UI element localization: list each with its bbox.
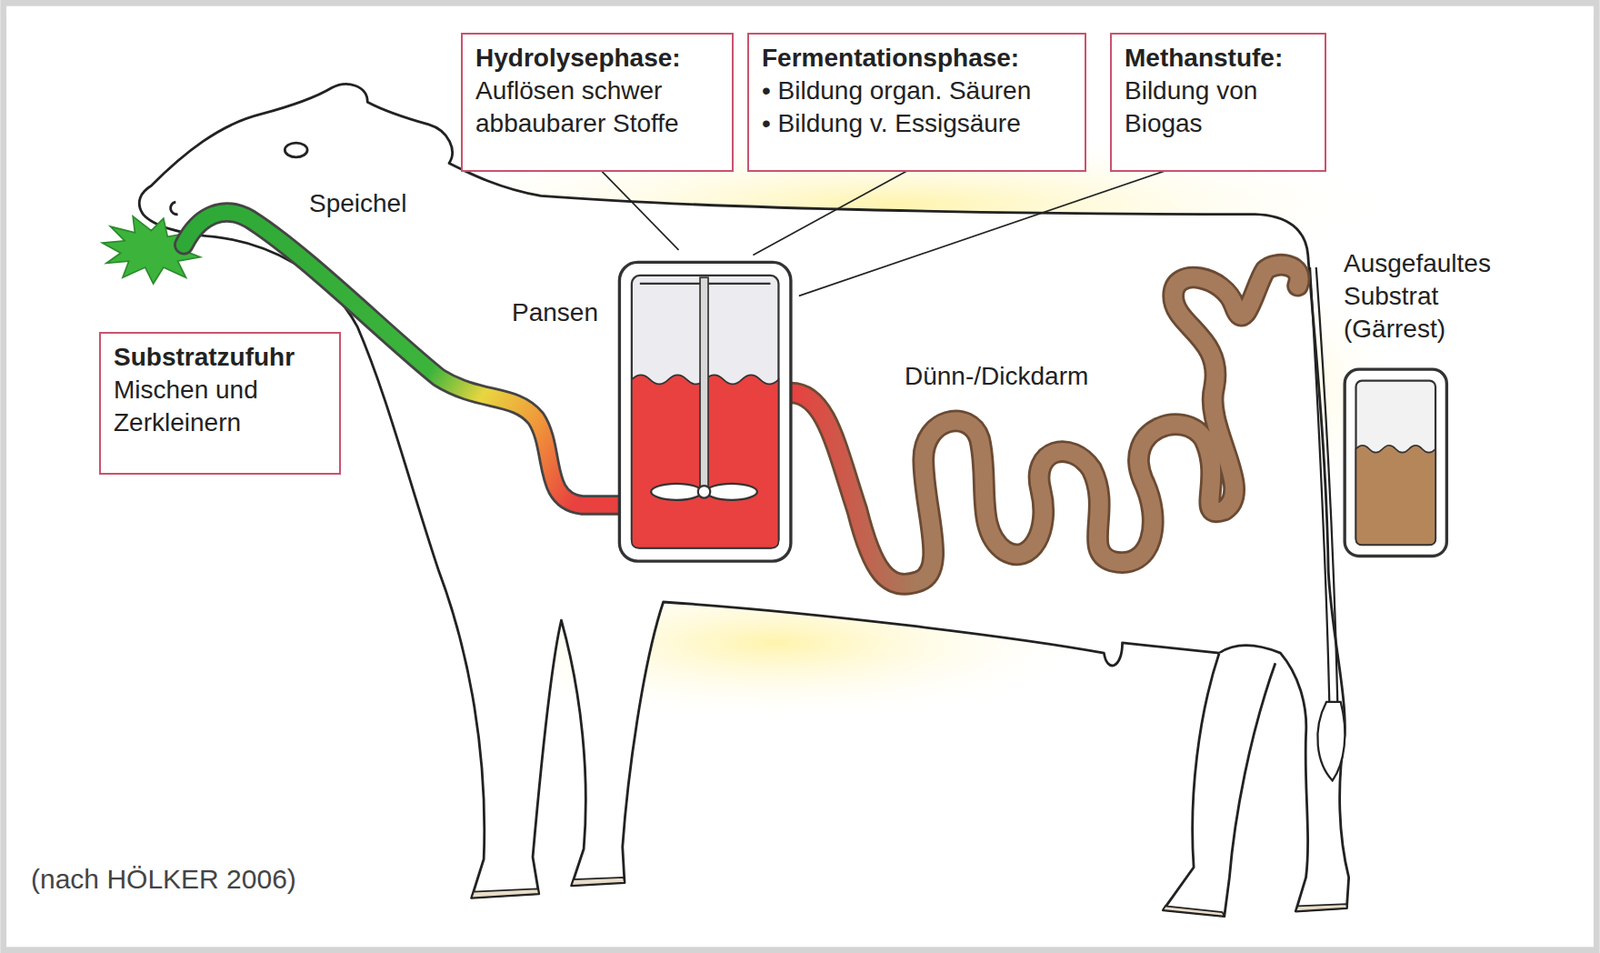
source-note: (nach HÖLKER 2006) [30,861,297,897]
leader-line [752,166,915,256]
hind-leg [1162,652,1275,916]
box-text: Mischen und Zerkleinern [113,373,327,440]
nostril [170,201,179,215]
phase-box: SubstratzufuhrMischen und Zerkleinern [99,331,341,475]
part-label: Ausgefaultes Substrat (Gärrest) [1343,247,1526,345]
stirrer-blade [706,483,758,500]
box-text: • Bildung organ. Säuren [761,74,1072,108]
part-label: Pansen [511,296,599,330]
hoof [571,877,625,886]
phase-box: Methanstufe:Bildung von Biogas [1110,32,1327,172]
intestine-outline [790,264,1300,584]
hoof [1295,903,1347,911]
phase-box: Hydrolysephase:Auflösen schwer abbaubare… [460,32,734,172]
cow-outline [139,84,1349,911]
part-label: Dünn-/Dickdarm [904,360,1089,393]
box-text: Bildung von Biogas [1124,74,1312,140]
box-heading: Hydrolysephase: [475,41,720,75]
leader-line [799,166,1179,297]
phase-box: Fermentationsphase:• Bildung organ. Säur… [747,32,1087,172]
hoof [471,888,540,898]
intestine [790,264,1300,584]
digestate [1356,445,1437,545]
box-text: Auflösen schwer abbaubarer Stoffe [475,74,720,140]
part-label: Speichel [309,187,407,220]
tail [1310,267,1338,704]
box-heading: Methanstufe: [1124,41,1312,75]
stirrer-blade [650,483,702,500]
stirrer-hub [698,485,710,498]
box-heading: Substratzufuhr [113,340,327,374]
digestate-tank [1344,369,1447,556]
stirrer-shaft [700,277,709,492]
eye [284,142,308,158]
frame [3,2,1598,950]
tail-tuft [1317,701,1345,780]
digestate-inner [1356,380,1437,546]
box-heading: Fermentationsphase: [761,41,1072,75]
tank-inner [631,275,780,549]
rumen-tank [619,261,791,561]
box-text: • Bildung v. Essigsäure [761,107,1072,140]
leader-line [597,166,680,250]
hoof [1162,905,1224,916]
